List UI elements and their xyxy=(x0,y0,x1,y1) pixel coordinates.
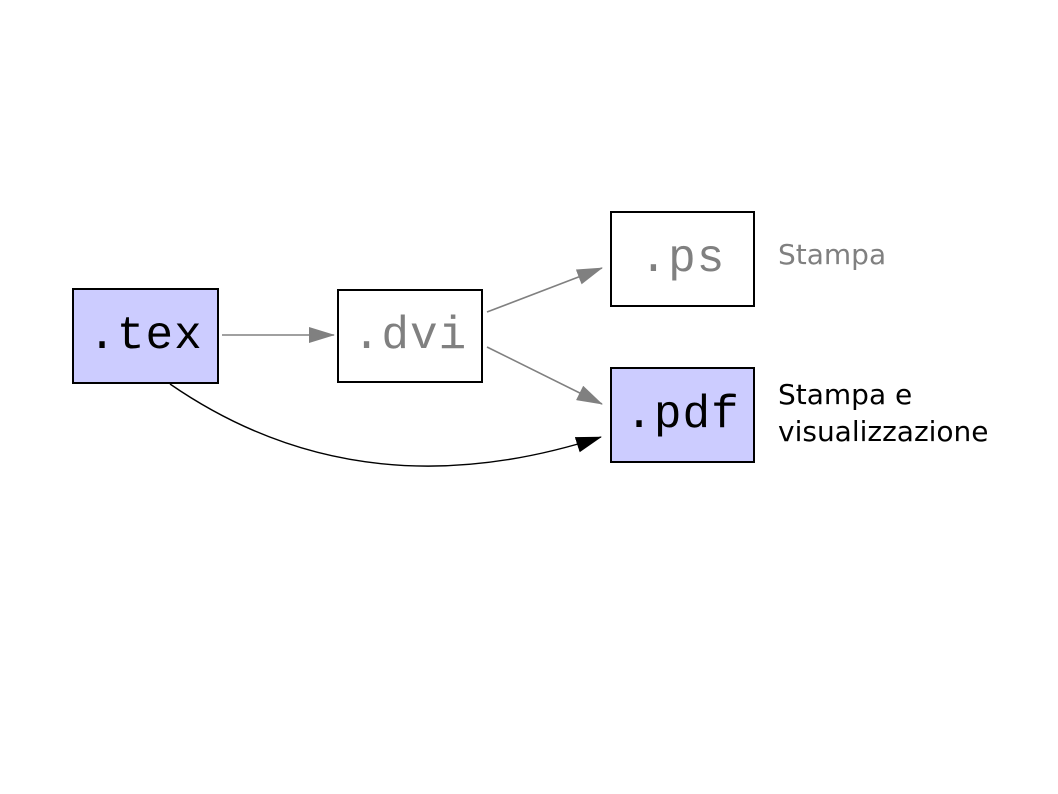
edge-tex-to-pdf-curved xyxy=(169,383,602,467)
annotation-stampa-e-visualizzazione: Stampa e visualizzazione xyxy=(778,378,989,448)
node-tex: .tex xyxy=(72,288,219,384)
annotation-stampa: Stampa xyxy=(778,238,887,271)
node-dvi-label: .dvi xyxy=(352,310,468,362)
edge-dvi-to-ps xyxy=(486,267,603,313)
node-ps-label: .ps xyxy=(639,233,726,285)
node-ps: .ps xyxy=(610,211,755,307)
node-tex-label: .tex xyxy=(88,310,203,362)
edge-dvi-to-pdf xyxy=(486,346,603,405)
node-pdf-label: .pdf xyxy=(625,389,740,441)
node-dvi: .dvi xyxy=(337,289,483,383)
node-pdf: .pdf xyxy=(610,367,755,463)
